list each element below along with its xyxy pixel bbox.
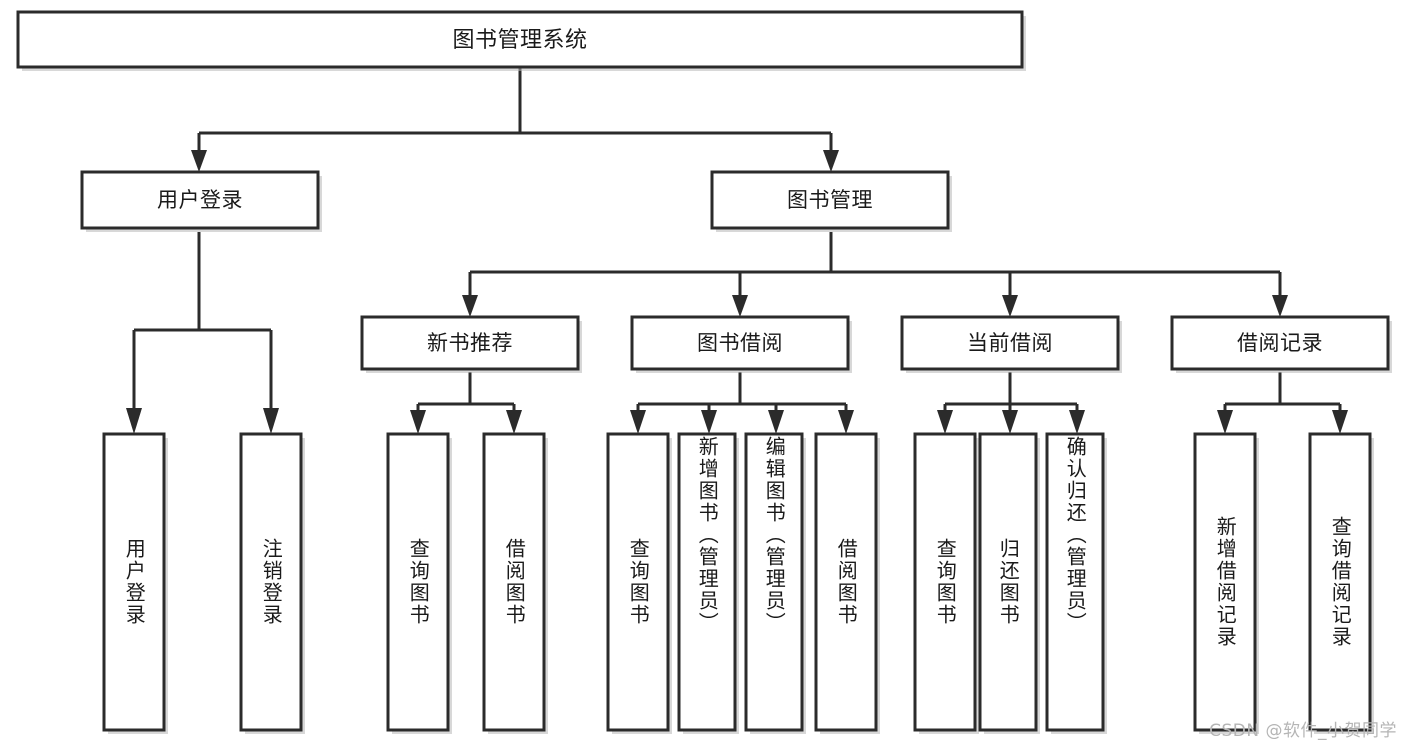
node-label-root: 图书管理系统 [452,28,587,53]
node-label-book-borrow: 图书借阅 [697,331,783,355]
arrowhead-leaf-tj-4 [838,410,854,434]
node-label-user-login: 用户登录 [157,188,243,212]
arrowhead-book-borrow [732,295,748,317]
arrowhead-new-book [462,295,478,317]
node-box-leaf-tj-2[interactable] [677,432,737,732]
arrowhead-book-manage [823,150,839,172]
arrowhead-leaf-dq-1 [937,410,953,434]
node-box-book-borrow[interactable] [630,315,850,371]
node-label-book-manage: 图书管理 [787,188,873,212]
node-box-leaf-jl-2[interactable] [1308,432,1372,732]
arrowhead-leaf-tj-1 [630,410,646,434]
arrowhead-leaf-tj-3 [768,410,784,434]
watermark-text: CSDN @软件_小贺同学 [1209,721,1397,741]
node-box-leaf-xs-2[interactable] [482,432,546,732]
node-label-new-book: 新书推荐 [427,331,513,355]
node-box-current-borrow[interactable] [900,315,1120,371]
edge-layer [126,67,1348,434]
arrowhead-leaf-dq-3 [1069,410,1085,434]
arrowhead-leaf-ul-1 [126,408,142,434]
arrowhead-leaf-xs-1 [410,410,426,434]
node-box-leaf-xs-1[interactable] [386,432,450,732]
arrowhead-user-login [191,150,207,172]
arrowhead-leaf-xs-2 [506,410,522,434]
arrowhead-leaf-ul-2 [263,408,279,434]
arrowhead-leaf-dq-2 [1002,410,1018,434]
node-label-borrow-record: 借阅记录 [1237,331,1323,355]
node-layer: 图书管理系统 用户登录 图书管理 新书推荐 图书借阅 当前借阅 借阅记录 [16,10,1392,734]
node-box-leaf-jl-1[interactable] [1193,432,1257,732]
node-box-leaf-dq-3[interactable] [1045,432,1105,732]
node-box-leaf-dq-2[interactable] [978,432,1038,732]
node-box-leaf-dq-1[interactable] [913,432,977,732]
node-box-leaf-tj-1[interactable] [606,432,670,732]
arrowhead-leaf-tj-2 [701,410,717,434]
node-box-borrow-record[interactable] [1170,315,1390,371]
arrowhead-leaf-jl-2 [1332,410,1348,434]
node-box-root[interactable] [16,10,1024,69]
arrowhead-borrow-record [1272,295,1288,317]
node-label-current-borrow: 当前借阅 [967,331,1053,355]
node-box-leaf-tj-3[interactable] [744,432,804,732]
node-box-new-book[interactable] [360,315,580,371]
node-box-leaf-tj-4[interactable] [814,432,878,732]
arrowhead-current-borrow [1002,295,1018,317]
arrowhead-leaf-jl-1 [1217,410,1233,434]
node-box-leaf-ul-1[interactable] [102,432,166,732]
node-box-book-manage[interactable] [710,170,950,230]
node-box-leaf-ul-2[interactable] [239,432,303,732]
node-box-user-login[interactable] [80,170,320,230]
